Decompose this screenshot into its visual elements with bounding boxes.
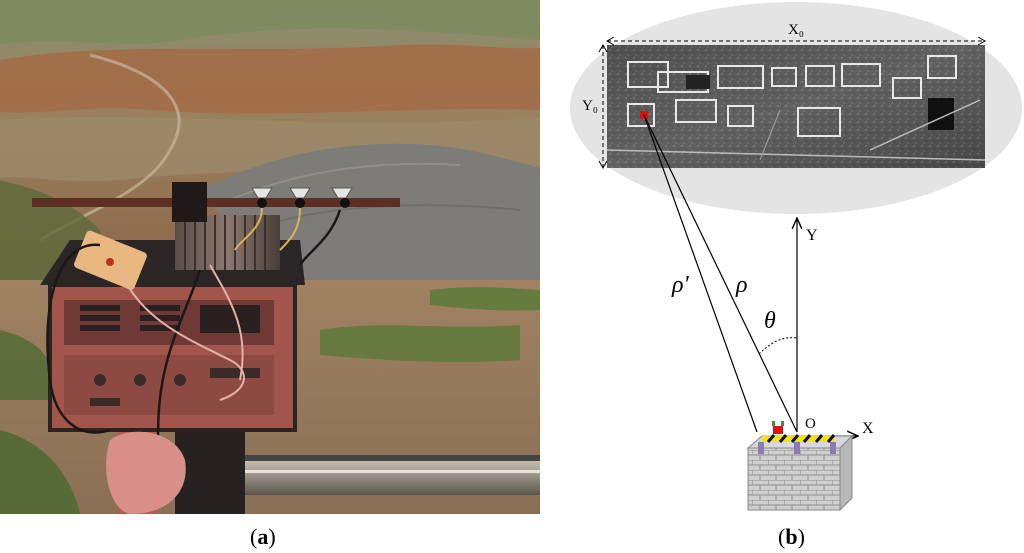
x-axis-label: X: [862, 420, 874, 437]
origin-label: O: [805, 416, 816, 432]
rho-prime-label: ρ': [671, 272, 690, 298]
x0-label: X₀: [788, 22, 804, 38]
radar-platform: [746, 421, 854, 512]
field-photo-illustration: [0, 0, 540, 514]
caption-b-close: ): [797, 524, 805, 549]
caption-a-letter: a: [257, 524, 269, 549]
theta-arc: [758, 337, 798, 355]
field-photo: [0, 0, 540, 514]
panel-a-caption: (a): [250, 524, 276, 550]
y0-label: Y₀: [582, 98, 598, 114]
y-axis-label: Y: [806, 227, 818, 244]
rho-line: [643, 114, 798, 433]
theta-label: θ: [764, 308, 776, 334]
rho-prime-line: [643, 114, 758, 433]
panel-b-caption: (b): [778, 524, 805, 550]
rho-label: ρ: [735, 272, 748, 298]
caption-a-close: ): [268, 524, 276, 549]
geometry-diagram-svg: X₀ Y₀ Y X O θ ρ ρ': [570, 2, 1022, 512]
radar-device-icon: [773, 426, 783, 434]
caption-a-open: (: [250, 524, 258, 549]
caption-b-letter: b: [785, 524, 798, 549]
caption-b-open: (: [778, 524, 786, 549]
sar-image: [606, 45, 986, 168]
geometry-diagram: X₀ Y₀ Y X O θ ρ ρ': [560, 0, 1024, 530]
